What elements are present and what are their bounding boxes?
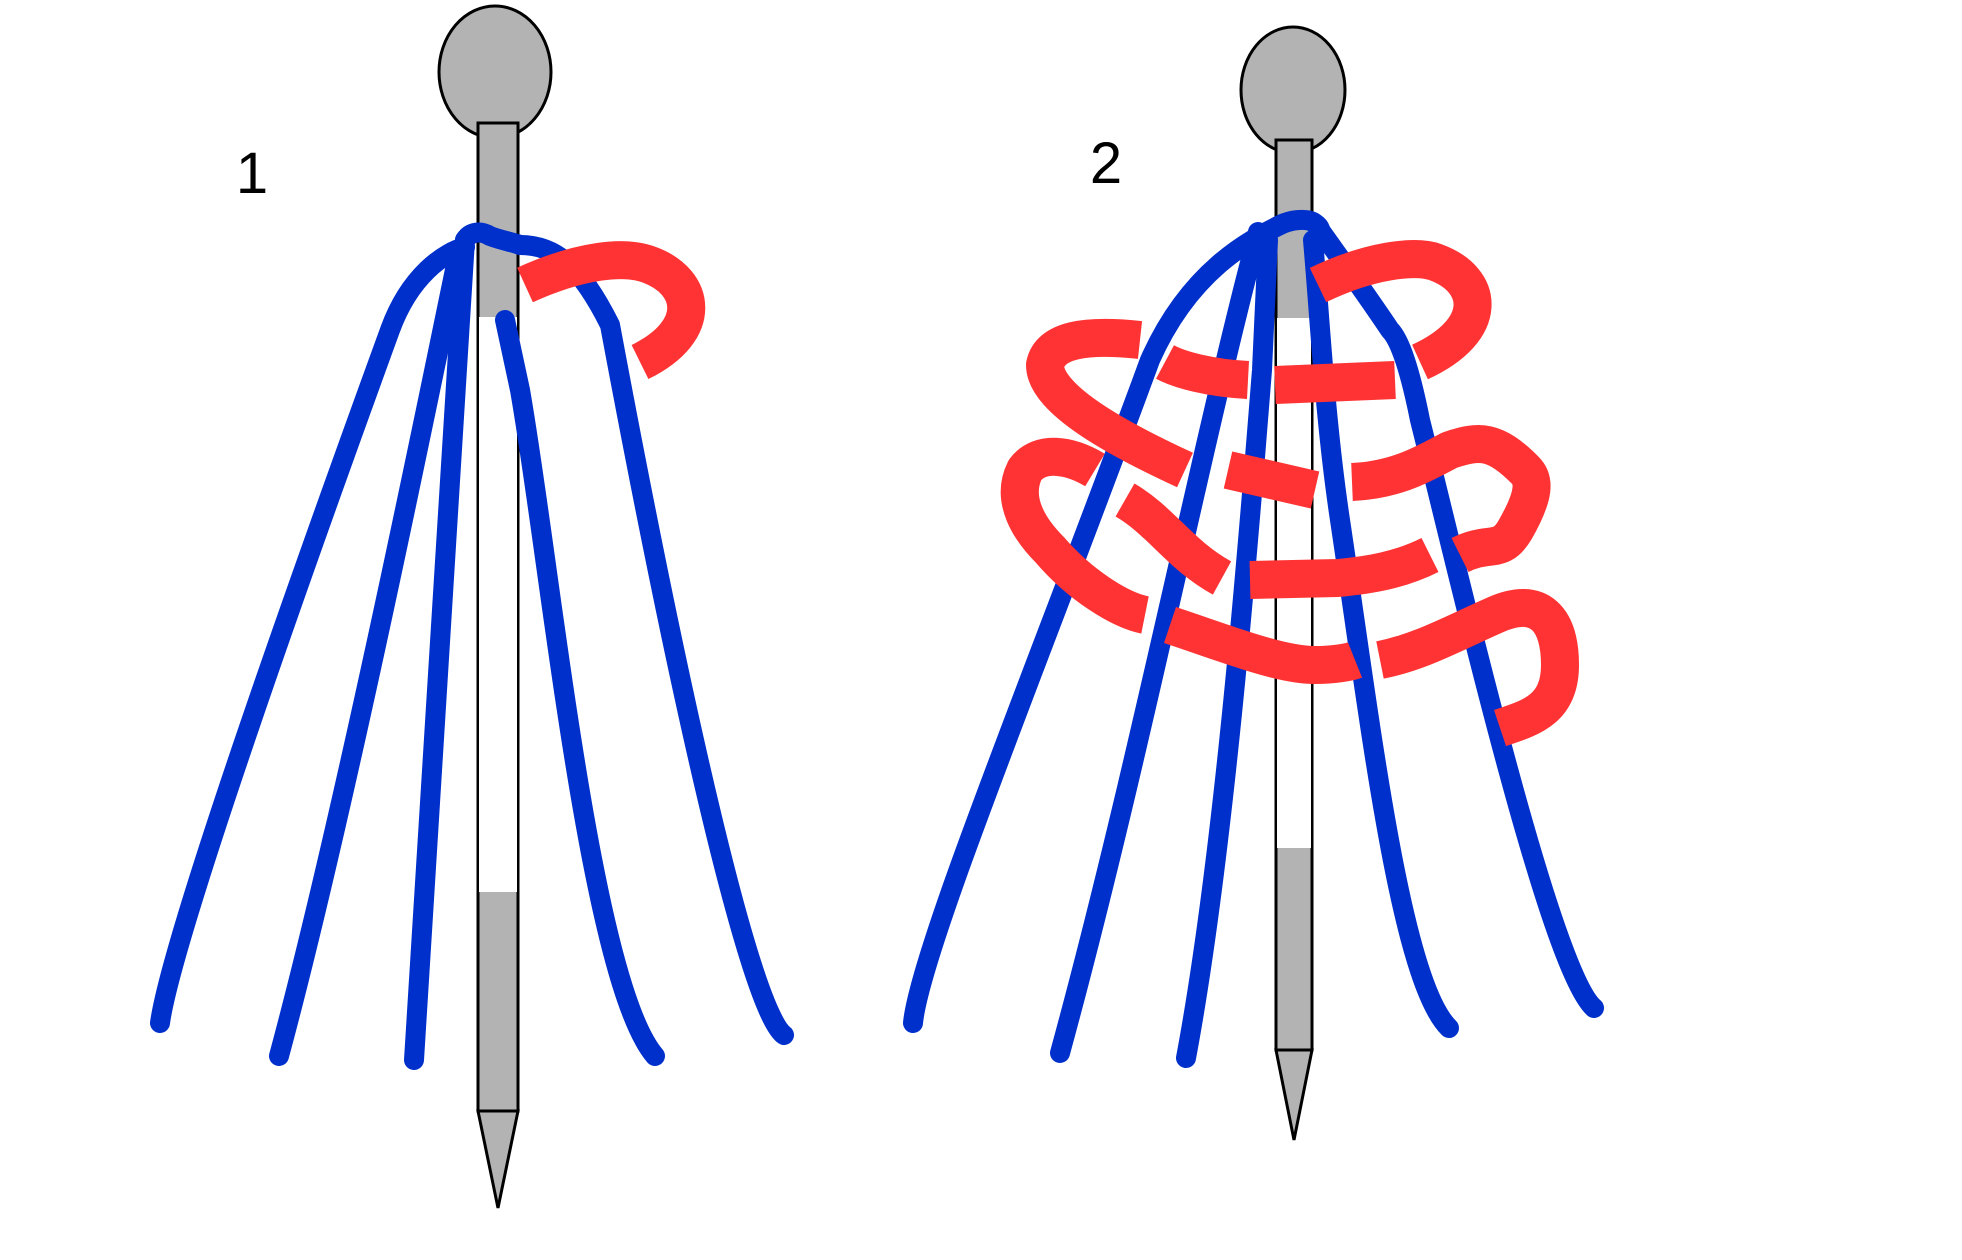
step-2-weft-segment [1274, 361, 1396, 404]
step-2-weft-segment [1000, 437, 1150, 634]
step-1-warp-strand [150, 237, 475, 1033]
step-1-pin-head [437, 4, 553, 140]
step-1-label: 1 [236, 141, 268, 206]
step-1-warp-top [455, 222, 530, 255]
step-2-warp-strand [903, 215, 1290, 1033]
step-1-warp-strands [150, 222, 794, 1070]
step-2-panel: 2 [903, 25, 1604, 1141]
step-1-weft-strand [517, 241, 706, 380]
step-1-warp-strand [269, 245, 468, 1066]
step-2-weft-segment [1309, 240, 1492, 380]
step-2-weft-segment [1223, 451, 1320, 509]
step-2-warp-strand [1050, 222, 1268, 1063]
step-2-weft-segment [1163, 606, 1363, 684]
step-2-warp-top [1270, 209, 1330, 240]
step-2-pin-shaft [1274, 138, 1314, 1141]
step-2-weft-segment [1375, 589, 1579, 747]
step-2-weft-segment [1156, 344, 1250, 399]
step-2-weft-strand [1000, 240, 1579, 747]
step-2-weft-segment [1115, 483, 1232, 595]
step-2-warp-strand [1176, 230, 1278, 1068]
step-1-warp-strand [495, 310, 665, 1066]
step-2-warp-strand [1310, 220, 1604, 1018]
step-2-label: 2 [1090, 131, 1122, 196]
step-1-panel: 1 [150, 4, 794, 1209]
step-2-weft-segment [1350, 425, 1551, 573]
step-1-pin-shaft [476, 121, 520, 1209]
step-1-warp-strand [404, 230, 475, 1070]
step-2-pin-head [1239, 25, 1347, 155]
step-2-weft-segment [1026, 318, 1193, 488]
step-2-weft-segment [1249, 537, 1439, 599]
